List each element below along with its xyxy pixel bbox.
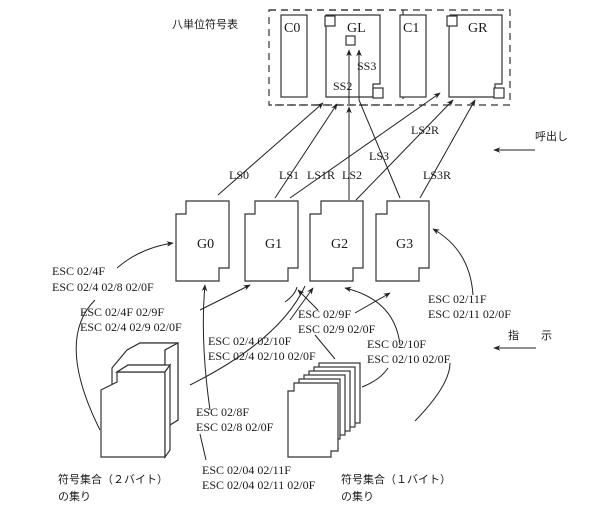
g2-sbcs-tail	[361, 367, 389, 388]
sbcs-caption-line1: 符号集合（１バイト）	[341, 472, 451, 486]
invoke-label: 呼出し	[535, 129, 568, 143]
gl-corner-box-top	[324, 15, 336, 27]
esc-g3-sbcs-b: ESC 02/11 02/0F	[428, 307, 511, 321]
designate-label: 指 示	[508, 328, 552, 342]
esc-g1-dbcs-b: ESC 02/4 02/9 02/0F	[80, 320, 182, 334]
g2-buffer: G2	[309, 200, 364, 282]
g1-buffer: G1	[244, 200, 299, 282]
dbcs-caption-line1: 符号集合（２バイト）	[58, 472, 168, 486]
ls0-line	[217, 102, 324, 196]
esc-g2-sbcs-b: ESC 02/10 02/0F	[367, 352, 451, 366]
g1-dbcs-arrow	[199, 284, 251, 311]
esc-g1-dbcs-a: ESC 02/4F 02/9F	[80, 305, 164, 319]
g0-buffer: G0	[175, 200, 230, 282]
esc-g1-sbcs-a: ESC 02/9F	[298, 307, 351, 321]
g1-dbcs-curve	[75, 299, 101, 431]
ss2-label: SS2	[333, 79, 352, 93]
table-title: 八単位符号表	[172, 17, 238, 31]
ss3-label: SS3	[357, 59, 376, 73]
ls2-label: LS2	[342, 168, 362, 182]
ls3r-line	[419, 99, 476, 199]
g3-dbcs-tail	[199, 433, 207, 461]
g1-sbcs-connector	[284, 286, 298, 303]
g3-label: G3	[396, 237, 413, 252]
esc-g2-dbcs-b: ESC 02/4 02/10 02/0F	[208, 349, 316, 363]
gr-corner-box-top	[446, 15, 458, 27]
ls3r-label: LS3R	[423, 168, 451, 182]
esc-g2-sbcs-a: ESC 02/10F	[367, 337, 426, 351]
g3-sbcs-arrow	[432, 228, 474, 296]
ls2r-label: LS2R	[411, 123, 439, 137]
esc-g3-sbcs-a: ESC 02/11F	[428, 292, 487, 306]
sbcs-caption-line2: の集り	[341, 489, 374, 503]
gr-corner-box-bottom	[493, 87, 505, 99]
ls0-label: LS0	[229, 168, 249, 182]
ls1r-line	[289, 92, 441, 199]
g2-dbcs-line	[189, 285, 306, 386]
esc-g3-dbcs-a: ESC 02/04 02/11F	[202, 463, 291, 477]
g2-sbcs-arrow	[344, 286, 401, 346]
gr-label: GR	[468, 21, 488, 36]
ls1-label: LS1	[279, 168, 299, 182]
g0-dbcs-arrow	[116, 241, 174, 269]
g3-sbcs-tail	[414, 362, 451, 422]
gl-label: GL	[347, 21, 366, 36]
esc-g0-sbcs-b: ESC 02/8 02/0F	[196, 420, 274, 434]
sbcs-set-stack-icon	[287, 362, 361, 458]
esc-g0-sbcs-a: ESC 02/8F	[196, 405, 249, 419]
eight-bit-table-frame	[269, 9, 511, 106]
dbcs-set-stack-icon	[100, 341, 179, 459]
c0-region	[280, 14, 308, 98]
ls1-line	[274, 103, 338, 199]
g2-dbcs-arrow	[289, 287, 314, 321]
g0-sbcs-arrow	[201, 284, 211, 411]
ls3-label: LS3	[369, 149, 389, 163]
g1-label: G1	[265, 237, 282, 252]
c1-label: C1	[403, 21, 419, 36]
esc-g1-sbcs-b: ESC 02/9 02/0F	[298, 322, 376, 336]
g3-buffer: G3	[375, 200, 430, 282]
esc-g3-dbcs-b: ESC 02/04 02/11 02/0F	[202, 478, 316, 492]
esc-g2-dbcs-a: ESC 02/4 02/10F	[208, 334, 292, 348]
c0-label: C0	[284, 21, 300, 36]
dbcs-caption-line2: の集り	[58, 489, 91, 503]
gl-cell	[345, 35, 356, 46]
g0-label: G0	[197, 237, 214, 252]
g1-sbcs-arrow	[297, 289, 319, 311]
ls3-line	[358, 99, 401, 199]
esc-g0-dbcs-a: ESC 02/4F	[52, 264, 105, 278]
g3-dbcs-arrow	[354, 292, 391, 314]
esc-g0-dbcs-b: ESC 02/4 02/8 02/0F	[52, 280, 154, 294]
g1-sbcs-tail	[314, 334, 336, 360]
ls2r-line	[355, 99, 454, 201]
ls1r-label: LS1R	[307, 168, 335, 182]
gl-corner-box-bottom	[372, 87, 384, 99]
c1-region	[399, 14, 427, 98]
g2-label: G2	[331, 237, 348, 252]
